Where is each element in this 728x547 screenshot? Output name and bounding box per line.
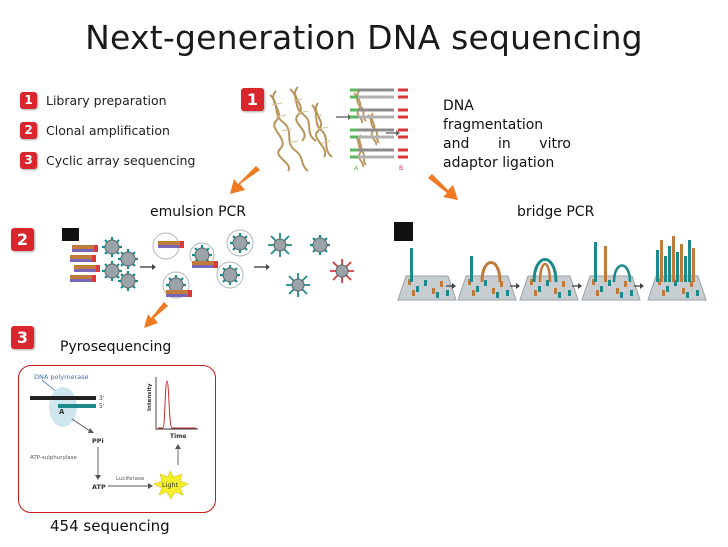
word: vitro	[539, 136, 571, 152]
step-label: Cyclic array sequencing	[46, 152, 196, 168]
step-item-cyclic-array-sequencing: 3 Cyclic array sequencing	[20, 150, 195, 170]
library-description-line: DNA	[443, 98, 474, 114]
ppi-label: PPi	[92, 437, 104, 445]
step-label: Clonal amplification	[46, 122, 170, 138]
arrow-to-pyrosequencing-icon	[144, 302, 168, 328]
atp-sulphurylase-label: ATP-sulphurylase	[30, 455, 77, 461]
arrow-to-emulsion-icon	[230, 166, 260, 194]
pyrosequencing-label: Pyrosequencing	[60, 339, 172, 355]
panel-marker-a	[62, 228, 79, 241]
panel-marker-b	[394, 222, 413, 241]
section-badge-library: 1	[241, 88, 264, 111]
step-badge-2: 2	[20, 121, 37, 139]
strand-3-prime-label: 3'	[99, 395, 105, 402]
section-badge-sequencing: 3	[11, 326, 34, 349]
adaptor-a-label: A	[354, 165, 359, 172]
emulsion-pcr-label: emulsion PCR	[150, 204, 247, 220]
word: in	[497, 136, 511, 152]
library-description-justified: and in vitro	[443, 135, 571, 154]
step-badge-1: 1	[20, 91, 37, 109]
pyrosequencing-panel	[18, 365, 216, 513]
step-item-library-preparation: 1 Library preparation	[20, 90, 167, 110]
sequencing-caption: 454 sequencing	[50, 517, 170, 535]
strand-5-prime-label: 5'	[99, 403, 105, 410]
dna-polymerase-label: DNA polymerase	[34, 373, 89, 381]
light-burst-icon	[153, 470, 189, 500]
emulsion-pcr-illustration	[70, 229, 354, 299]
arrow-to-bridge-icon	[428, 174, 458, 200]
library-description-line: fragmentation	[443, 117, 544, 133]
library-description-line: adaptor ligation	[443, 155, 555, 171]
page-title: Next-generation DNA sequencing	[85, 18, 643, 57]
bridge-pcr-illustration	[397, 236, 707, 301]
adaptor-ligated-fragments: A B	[350, 88, 408, 172]
step-label: Library preparation	[46, 92, 167, 108]
base-a-label: A	[59, 408, 65, 416]
light-label: Light	[162, 481, 179, 489]
luciferase-label: Luciferase	[116, 476, 145, 482]
library-description: DNA fragmentation and in vitro adaptor l…	[443, 97, 571, 173]
section-badge-clonal: 2	[11, 228, 34, 251]
step-item-clonal-amplification: 2 Clonal amplification	[20, 120, 170, 140]
time-axis-label: Time	[170, 433, 186, 440]
step-badge-3: 3	[20, 151, 37, 169]
intensity-axis-label: Intensity	[147, 383, 153, 411]
pyrosequencing-diagram: DNA polymerase 3' 5' A PPi ATP-sulphuryl…	[30, 373, 198, 500]
word: and	[443, 136, 470, 152]
adaptor-b-label: B	[399, 165, 403, 172]
atp-label: ATP	[92, 483, 106, 491]
bridge-pcr-label: bridge PCR	[517, 204, 595, 220]
